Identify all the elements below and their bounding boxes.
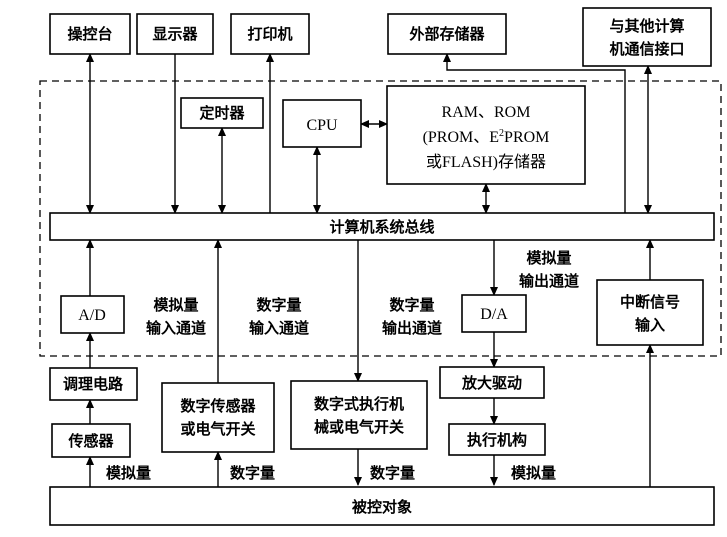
signal-analog-label-1: 模拟量 [106, 464, 151, 482]
digital-input-channel-line1: 数字量 [256, 296, 301, 314]
memory-label-line3: 或FLASH)存储器 [426, 153, 546, 171]
analog-output-channel-line1: 模拟量 [526, 249, 571, 267]
cpu-box: CPU [282, 99, 362, 148]
printer-box: 打印机 [230, 13, 310, 55]
comm-interface-box: 与其他计算 机通信接口 [582, 7, 712, 67]
adc-box: A/D [60, 295, 125, 334]
digital-output-channel-line1: 数字量 [389, 296, 434, 314]
timer-box: 定时器 [180, 97, 264, 129]
connectors [86, 53, 654, 487]
memory-box: RAM、ROM (PROM、E2PROM 或FLASH)存储器 [386, 85, 586, 185]
analog-output-channel-line2: 输出通道 [519, 272, 579, 290]
interrupt-box: 中断信号 输入 [596, 279, 704, 346]
signal-digital-label-1: 数字量 [230, 464, 275, 482]
interrupt-label-line1: 中断信号 [620, 293, 680, 311]
system-bus: 计算机系统总线 [49, 212, 715, 241]
analog-input-channel-line2: 输入通道 [146, 319, 206, 337]
external-storage-box: 外部存储器 [387, 13, 507, 55]
digital-actuator-label-line2: 械或电气开关 [314, 418, 404, 436]
actuator-label: 执行机构 [467, 431, 527, 449]
digital-sensor-label-line1: 数字传感器 [180, 397, 256, 415]
comm-interface-label-line1: 与其他计算 [609, 17, 684, 35]
computer-system-boundary [39, 80, 722, 357]
digital-sensor-box: 数字传感器 或电气开关 [161, 382, 275, 453]
timer-label: 定时器 [199, 104, 245, 122]
cpu-label: CPU [306, 117, 338, 134]
plant-box: 被控对象 [49, 486, 715, 526]
signal-digital-label-2: 数字量 [370, 464, 415, 482]
sensor-label: 传感器 [67, 432, 114, 450]
display-box: 显示器 [136, 13, 214, 55]
dac-box: D/A [461, 294, 527, 333]
signal-analog-label-2: 模拟量 [511, 464, 556, 482]
console-label: 操控台 [67, 25, 112, 43]
conditioning-box: 调理电路 [49, 367, 138, 401]
console-box: 操控台 [49, 13, 131, 55]
digital-actuator-label-line1: 数字式执行机 [314, 395, 404, 413]
memory-label-line1: RAM、ROM [442, 104, 531, 121]
amplifier-box: 放大驱动 [439, 366, 545, 399]
plant-label: 被控对象 [352, 498, 412, 516]
digital-input-channel-line2: 输入通道 [249, 319, 309, 337]
conditioning-label: 调理电路 [63, 375, 124, 393]
digital-sensor-label-line2: 或电气开关 [180, 420, 255, 438]
system-bus-label: 计算机系统总线 [329, 218, 434, 236]
analog-input-channel-line1: 模拟量 [153, 296, 198, 314]
adc-label: A/D [78, 307, 106, 324]
memory-label-line2: (PROM、E2PROM [423, 128, 550, 146]
printer-label: 打印机 [247, 25, 292, 43]
digital-actuator-box: 数字式执行机 械或电气开关 [290, 380, 428, 450]
interrupt-label-line2: 输入 [635, 316, 665, 334]
actuator-box: 执行机构 [448, 423, 546, 456]
dac-label: D/A [480, 306, 508, 323]
digital-output-channel-line2: 输出通道 [382, 319, 442, 337]
storage-bus-link [443, 53, 626, 213]
sensor-box: 传感器 [51, 423, 131, 458]
display-label: 显示器 [152, 25, 198, 43]
comm-interface-label-line2: 机通信接口 [609, 40, 684, 58]
external-storage-label: 外部存储器 [408, 25, 485, 43]
amplifier-label: 放大驱动 [461, 374, 522, 392]
